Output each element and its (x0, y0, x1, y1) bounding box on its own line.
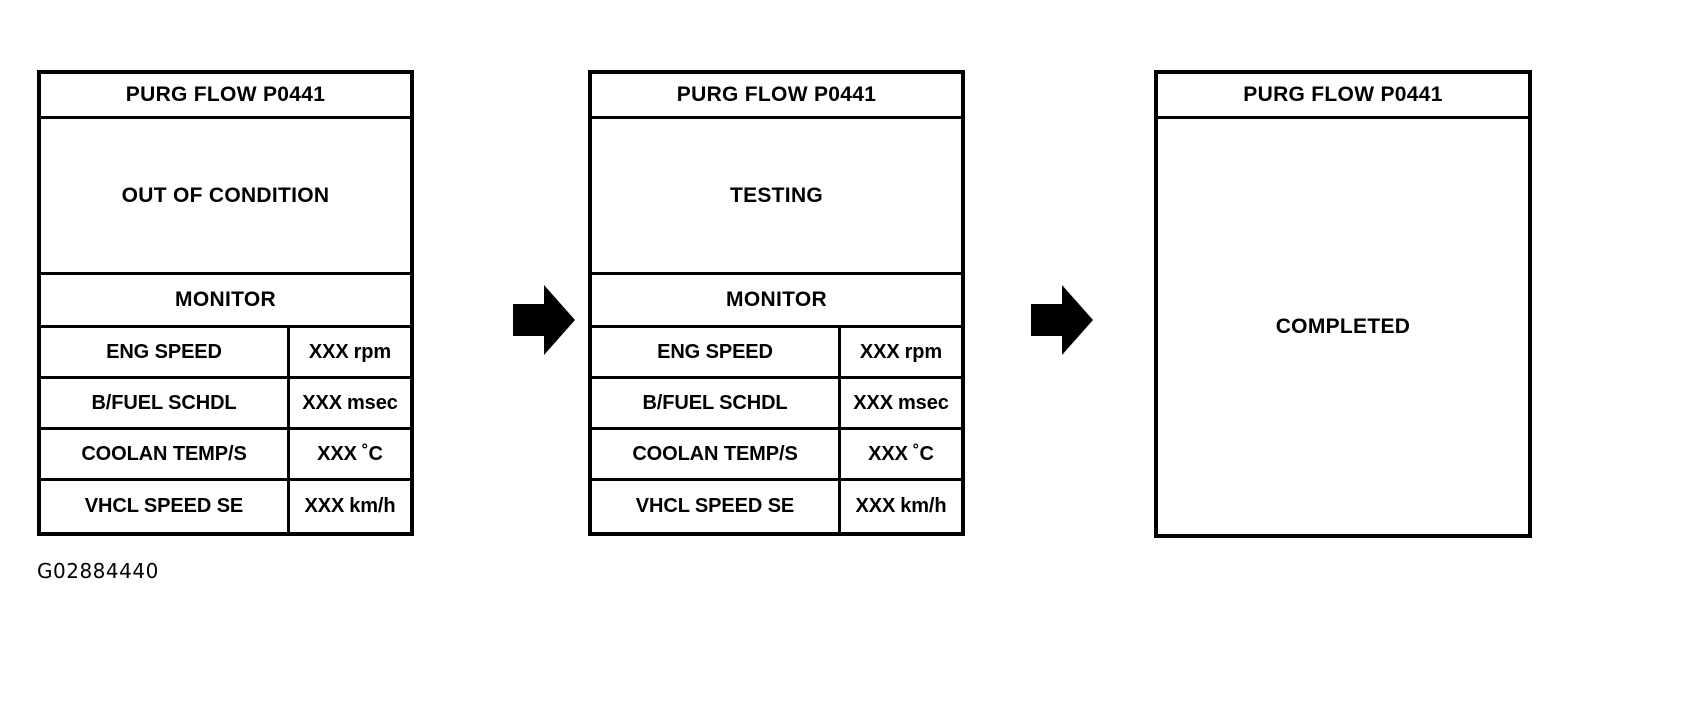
panel-header-title: PURG FLOW P0441 (592, 74, 961, 119)
panel-status-text: OUT OF CONDITION (41, 119, 410, 276)
table-row: COOLAN TEMP/S XXX ˚C (41, 430, 410, 481)
parameter-value: XXX ˚C (841, 430, 961, 478)
value-unit: rpm (353, 340, 392, 363)
parameter-name: COOLAN TEMP/S (592, 430, 841, 478)
table-row: COOLAN TEMP/S XXX ˚C (592, 430, 961, 481)
value-unit: km/h (900, 495, 947, 517)
scan-tool-panel-completed: PURG FLOW P0441 COMPLETED (1154, 70, 1532, 538)
scan-tool-panel-testing: PURG FLOW P0441 TESTING MONITOR ENG SPEE… (588, 70, 965, 536)
panel-status-text: TESTING (592, 119, 961, 276)
parameter-value: XXX km/h (841, 481, 961, 532)
value-unit: rpm (904, 340, 943, 363)
panel-header-title: PURG FLOW P0441 (1158, 74, 1528, 119)
parameter-name: VHCL SPEED SE (592, 481, 841, 532)
value-placeholder: XXX (317, 442, 357, 465)
panel-section-label-monitor: MONITOR (592, 275, 961, 328)
value-unit: msec (897, 391, 949, 414)
scan-tool-panel-out-of-condition: PURG FLOW P0441 OUT OF CONDITION MONITOR… (37, 70, 414, 536)
monitor-data-table: ENG SPEED XXX rpm B/FUEL SCHDL XXX msec … (592, 328, 961, 532)
parameter-name: VHCL SPEED SE (41, 481, 290, 532)
parameter-name: B/FUEL SCHDL (41, 379, 290, 427)
parameter-name: ENG SPEED (41, 328, 290, 376)
value-placeholder: XXX (302, 391, 342, 414)
table-row: ENG SPEED XXX rpm (592, 328, 961, 379)
arrow-right-icon (1031, 285, 1093, 355)
value-placeholder: XXX (859, 340, 900, 363)
table-row: VHCL SPEED SE XXX km/h (592, 481, 961, 532)
table-row: VHCL SPEED SE XXX km/h (41, 481, 410, 532)
parameter-value: XXX ˚C (290, 430, 410, 478)
panel-header-title: PURG FLOW P0441 (41, 74, 410, 119)
table-row: ENG SPEED XXX rpm (41, 328, 410, 379)
table-row: B/FUEL SCHDL XXX msec (592, 379, 961, 430)
parameter-value: XXX km/h (290, 481, 410, 532)
panel-section-label-monitor: MONITOR (41, 275, 410, 328)
parameter-name: B/FUEL SCHDL (592, 379, 841, 427)
parameter-value: XXX msec (290, 379, 410, 427)
value-placeholder: XXX (855, 495, 896, 517)
arrow-right-icon (513, 285, 575, 355)
value-placeholder: XXX (304, 495, 345, 517)
parameter-name: ENG SPEED (592, 328, 841, 376)
parameter-value: XXX rpm (290, 328, 410, 376)
value-placeholder: XXX (868, 442, 908, 465)
panel-status-text: COMPLETED (1275, 314, 1411, 338)
value-unit: ˚C (361, 442, 383, 465)
value-unit: ˚C (912, 442, 934, 465)
value-placeholder: XXX (308, 340, 349, 363)
value-unit: msec (346, 391, 398, 414)
parameter-value: XXX rpm (841, 328, 961, 376)
parameter-name: COOLAN TEMP/S (41, 430, 290, 478)
value-placeholder: XXX (853, 391, 893, 414)
monitor-data-table: ENG SPEED XXX rpm B/FUEL SCHDL XXX msec … (41, 328, 410, 532)
parameter-value: XXX msec (841, 379, 961, 427)
figure-caption: G02884440 (37, 559, 159, 583)
table-row: B/FUEL SCHDL XXX msec (41, 379, 410, 430)
value-unit: km/h (349, 495, 396, 517)
